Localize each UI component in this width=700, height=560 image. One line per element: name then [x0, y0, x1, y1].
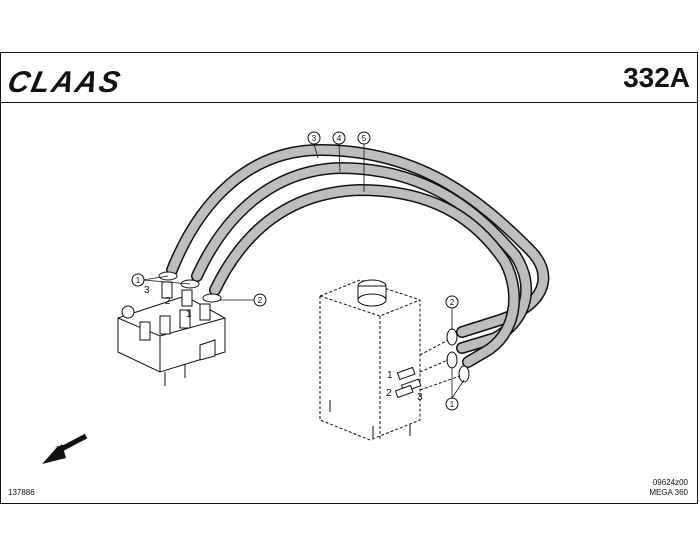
callout-clamp-left-1: 1 — [131, 273, 191, 287]
tank-port-3-label: 3 — [417, 392, 423, 403]
callout-clamp-right-2: 2 — [445, 295, 459, 330]
svg-text:2: 2 — [258, 296, 263, 305]
svg-text:5: 5 — [362, 134, 367, 143]
svg-text:1: 1 — [450, 400, 455, 409]
direction-arrow-icon — [42, 433, 88, 464]
hose-4 — [191, 161, 533, 354]
callout-clamp-right-1: 1 — [445, 367, 465, 411]
header-divider — [0, 102, 698, 103]
hose-5 — [209, 183, 521, 368]
svg-text:1: 1 — [136, 276, 141, 285]
tank-fittings — [394, 339, 461, 399]
callout-hose-4: 4 — [332, 131, 346, 173]
hose-3 — [166, 143, 550, 338]
callout-hose-3: 3 — [307, 131, 321, 159]
svg-text:3: 3 — [312, 134, 317, 143]
hydraulic-tank — [319, 279, 421, 441]
tank-port-2-label: 2 — [386, 388, 392, 399]
drawing-frame — [0, 52, 698, 504]
drawing-id: 137886 — [8, 488, 35, 497]
valve-port-1-label: 1 — [186, 309, 192, 320]
valve-port-3-label: 3 — [144, 285, 150, 296]
callout-clamp-left-2: 2 — [220, 293, 267, 307]
page-number: 332A — [623, 62, 690, 93]
tank-port-1-label: 1 — [387, 370, 393, 381]
svg-text:4: 4 — [337, 134, 342, 143]
callout-hose-5: 5 — [357, 131, 371, 192]
footer-ref: 09624z00 MEGA 360 — [649, 478, 688, 498]
model-name: MEGA 360 — [649, 488, 688, 497]
control-valve-block — [117, 281, 226, 386]
valve-port-2-label: 2 — [165, 296, 171, 307]
ref-code: 09624z00 — [652, 478, 688, 487]
svg-text:2: 2 — [450, 298, 455, 307]
